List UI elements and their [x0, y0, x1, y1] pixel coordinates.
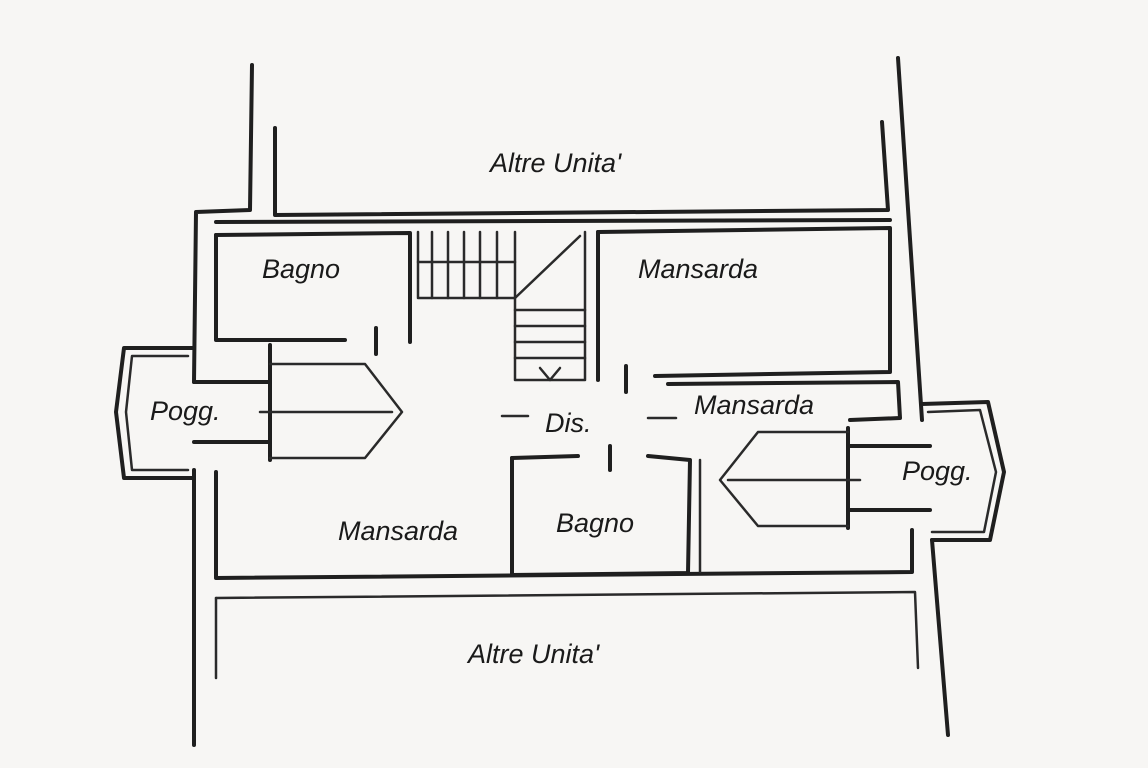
label-bagno-top: Bagno: [262, 254, 340, 284]
label-mansarda-top-right: Mansarda: [638, 254, 758, 284]
label-poggiolo-left: Pogg.: [150, 396, 221, 426]
right-balcony: [718, 400, 1006, 542]
label-disimpegno: Dis.: [545, 408, 592, 438]
staircase: [416, 230, 587, 382]
label-mansarda-mid-right: Mansarda: [694, 390, 814, 420]
label-bagno-bottom: Bagno: [556, 508, 634, 538]
interior-walls: [214, 218, 914, 580]
label-altre-unita-bottom: Altre Unita': [466, 639, 600, 669]
label-poggiolo-right: Pogg.: [902, 456, 973, 486]
outer-walls: [192, 56, 950, 747]
label-mansarda-bottom-left: Mansarda: [338, 516, 458, 546]
left-balcony: [114, 343, 404, 480]
label-altre-unita-top: Altre Unita': [488, 148, 622, 178]
